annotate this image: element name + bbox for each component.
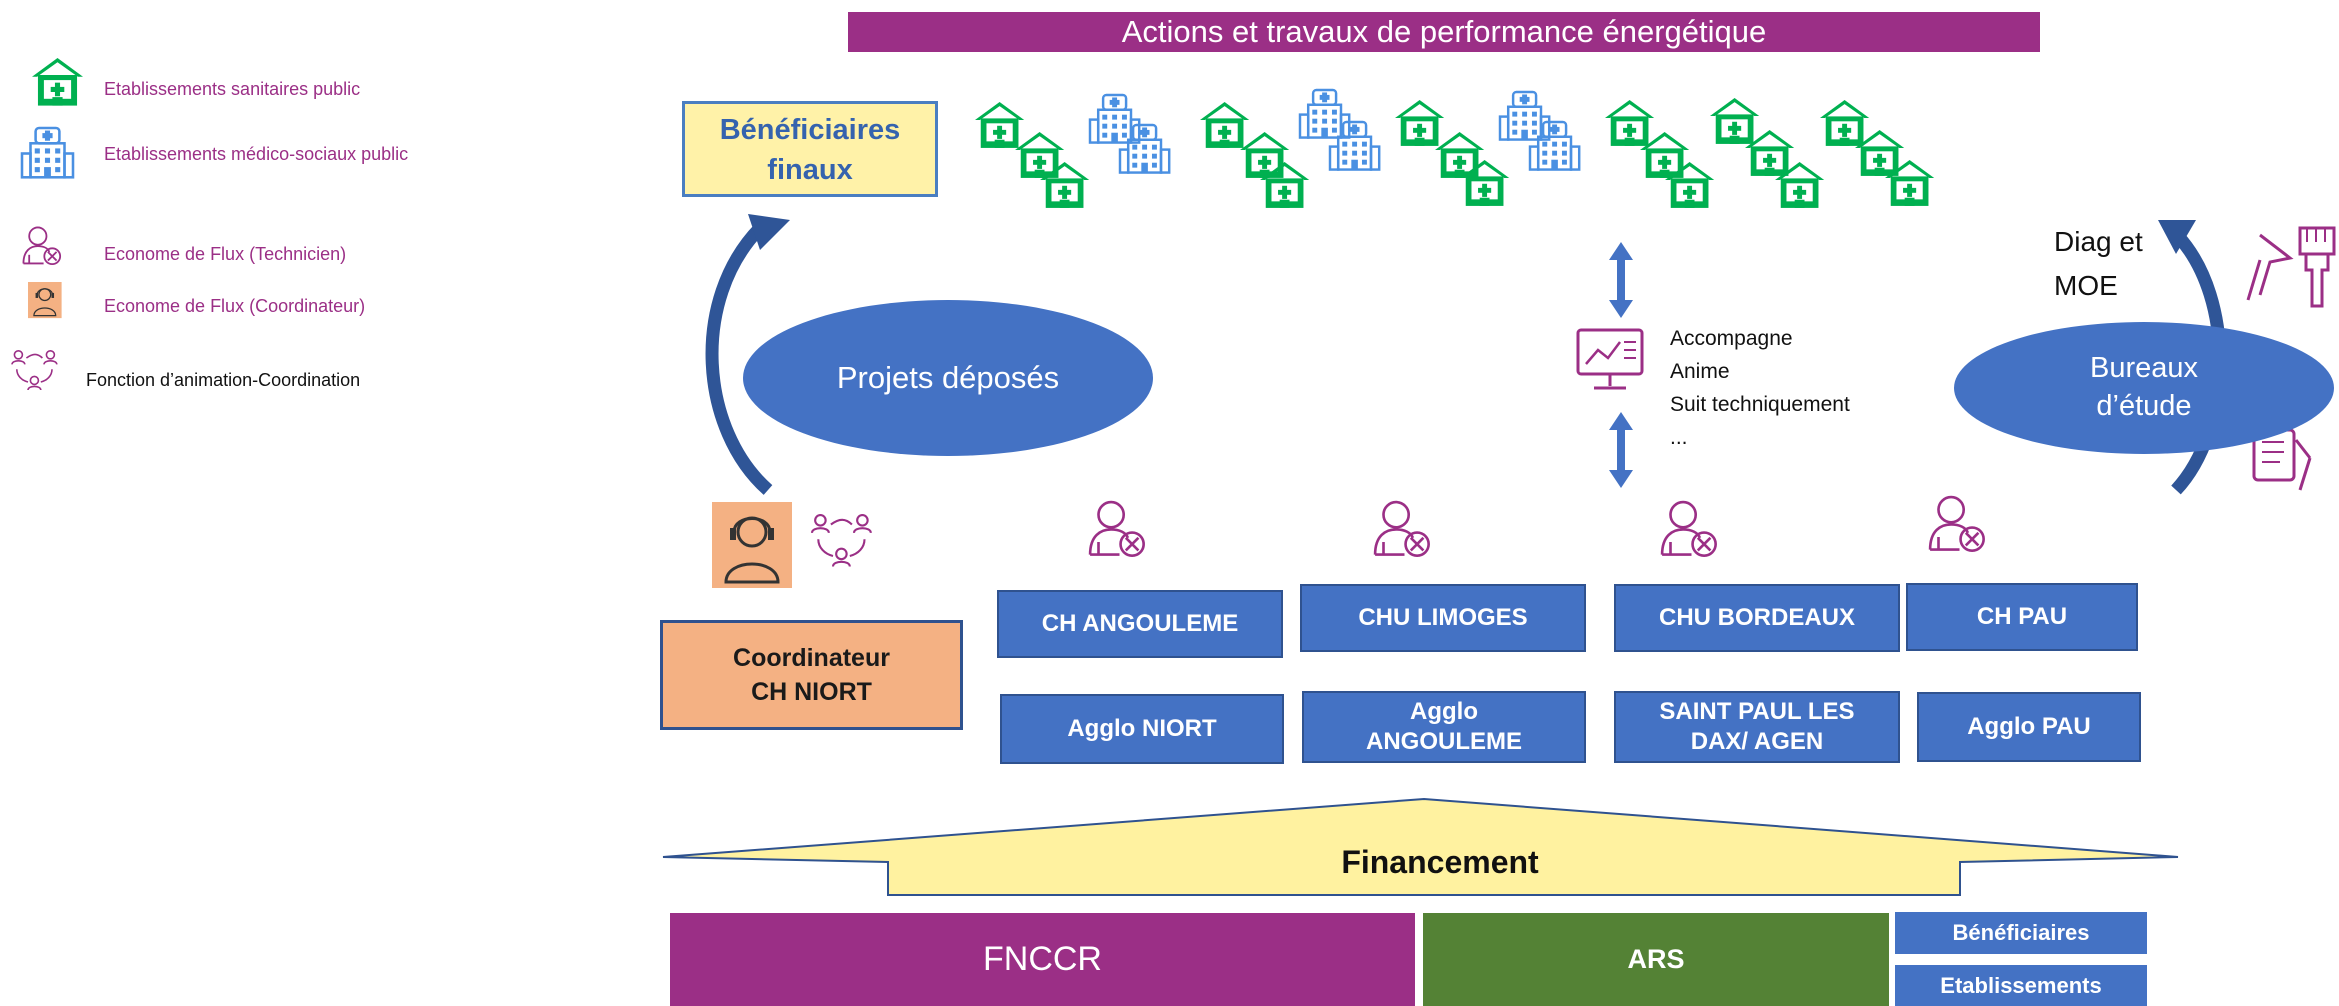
legend-label-coordinateur: Econome de Flux (Coordinateur) [104, 296, 366, 316]
ars-block: ARS [1423, 913, 1889, 1006]
partner-line: SAINT PAUL LES [1659, 698, 1855, 725]
banner-title: Actions et travaux de performance énergé… [848, 12, 2040, 52]
partner-line: Agglo [1410, 698, 1478, 725]
tools-icon [2246, 226, 2336, 308]
accompagne-item: ... [1670, 426, 1688, 449]
coordinator-box: Coordinateur CH NIORT [660, 620, 963, 730]
projets-deposes-ellipse: Projets déposés [743, 300, 1153, 456]
partner-box-agglo-angouleme: Agglo ANGOULEME [1302, 691, 1586, 763]
technician-icon-3 [1660, 500, 1717, 557]
legend-hospital-icon [32, 58, 83, 106]
coordinator-icon [710, 500, 794, 590]
partner-line: Agglo PAU [1967, 713, 2091, 740]
fnccr-block: FNCCR [670, 913, 1415, 1006]
beneficiaires-block: Bénéficiaires [1895, 912, 2147, 954]
curved-arrow-left-icon [705, 214, 790, 495]
partner-line: ANGOULEME [1366, 728, 1522, 755]
diag-moe-label: Diag et MOE [2054, 220, 2143, 308]
legend-technician-icon [22, 226, 62, 266]
coordinator-line2: CH NIORT [751, 678, 872, 706]
document-edit-icon [2252, 428, 2312, 491]
beneficiaires-finaux-line2: finaux [767, 154, 853, 186]
legend-label-technicien: Econome de Flux (Technicien) [104, 244, 347, 264]
beneficiaires-finaux-line1: Bénéficiaires [719, 114, 901, 146]
vertical-arrow-bottom-icon [1609, 412, 1633, 488]
financement-label: Financement [1341, 844, 1539, 880]
legend-network-icon [11, 349, 58, 391]
partner-line: DAX/ AGEN [1690, 728, 1824, 755]
bureaux-line2: d’étude [2096, 390, 2192, 422]
diag-line1: Diag et [2054, 226, 2143, 257]
legend-label-animation: Fonction d’animation-Coordination [86, 370, 361, 390]
accompagne-item: Accompagne [1670, 327, 1793, 350]
vertical-arrow-top-icon [1609, 242, 1633, 318]
monitor-chart-icon [1576, 328, 1644, 390]
coordinator-line1: Coordinateur [733, 644, 890, 672]
partner-box-agglo-niort: Agglo NIORT [1000, 694, 1284, 764]
legend-label-medico: Etablissements médico-sociaux public [104, 144, 409, 164]
legend-medical-icon [20, 126, 75, 179]
accompagne-item: Suit techniquement [1670, 393, 1850, 416]
diag-line2: MOE [2054, 270, 2118, 301]
partner-box-saint-paul: SAINT PAUL LES DAX/ AGEN [1614, 691, 1900, 763]
legend-label-sanitaires: Etablissements sanitaires public [104, 79, 361, 99]
partner-box-ch-angouleme: CH ANGOULEME [997, 590, 1283, 658]
network-people-icon [810, 513, 872, 568]
partner-line: Agglo NIORT [1067, 715, 1217, 742]
accompagne-list: Accompagne Anime Suit techniquement ... [1670, 322, 1850, 454]
technician-icon-2 [1373, 500, 1430, 557]
building-cluster-icons [975, 88, 1935, 208]
partner-box-chu-limoges: CHU LIMOGES [1300, 584, 1586, 652]
bureaux-etude-ellipse: Bureaux d’étude [1954, 322, 2334, 454]
technician-icon-4 [1928, 495, 1985, 552]
accompagne-item: Anime [1670, 360, 1730, 383]
partner-box-chu-bordeaux: CHU BORDEAUX [1614, 584, 1900, 652]
partner-box-ch-pau: CH PAU [1906, 583, 2138, 651]
partner-box-agglo-pau: Agglo PAU [1917, 692, 2141, 762]
technician-icon-1 [1088, 500, 1145, 557]
beneficiaires-finaux-box: Bénéficiaires finaux [682, 101, 938, 197]
financement-roof-shape [662, 797, 2179, 896]
etablissements-block: Etablissements [1895, 965, 2147, 1006]
legend-coordinator-icon [27, 281, 63, 319]
bureaux-line1: Bureaux [2089, 352, 2198, 384]
